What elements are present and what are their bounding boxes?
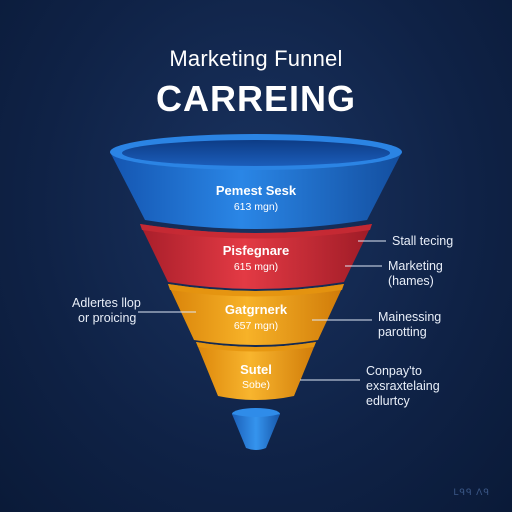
stage-4-name: Sutel <box>240 362 272 377</box>
annotation-right-3-line-2: parotting <box>378 325 427 339</box>
annotation-left-1-line-1: Adlertes llop <box>72 296 141 310</box>
annotation-right-4: Conpay'to exsraxtelaing edlurtcy <box>366 364 440 409</box>
annotation-left-1-line-2: or proicing <box>78 311 137 325</box>
annotation-right-4-line-2: exsraxtelaing <box>366 379 440 393</box>
annotation-right-4-line-1: Conpay'to <box>366 364 422 378</box>
funnel-stage-3 <box>168 284 344 345</box>
connector-lines <box>138 240 386 381</box>
funnel-rim-inner <box>122 140 390 166</box>
funnel-stage-2 <box>140 224 372 289</box>
funnel-stage-3-rim <box>168 284 344 297</box>
annotation-right-1-line-1: Stall tecing <box>392 234 454 248</box>
watermark: ᒪᑫᑫ ᐱᑫ <box>453 487 490 497</box>
diagram-subtitle: CARREING <box>155 78 356 119</box>
annotation-left-1: Adlertes llop or proicing <box>72 296 141 326</box>
annotation-right-4-line-3: edlurtcy <box>366 394 410 408</box>
annotation-right-2-line-1: Marketing <box>388 259 443 273</box>
diagram-title: Marketing Funnel <box>169 46 343 71</box>
stage-3-value: 657 mgn) <box>234 320 278 332</box>
funnel-spout <box>232 414 280 450</box>
annotation-right-3: Mainessing parotting <box>378 310 441 340</box>
funnel-stage-1 <box>110 152 402 229</box>
stage-1-name: Pemest Sesk <box>216 183 297 198</box>
stage-4-value: Sobe) <box>242 379 270 391</box>
funnel-stage-2-rim <box>140 224 372 239</box>
stage-2-name: Pisfegnare <box>223 243 289 258</box>
annotation-right-2-line-2: (hames) <box>388 274 434 288</box>
annotation-right-2: Marketing (hames) <box>388 259 443 289</box>
stage-3-name: Gatgrnerk <box>225 302 288 317</box>
annotation-right-3-line-1: Mainessing <box>378 310 442 324</box>
funnel-stage-4-rim <box>196 342 316 352</box>
annotation-right-1: Stall tecing <box>392 234 453 249</box>
stage-2-value: 615 mgn) <box>234 261 278 273</box>
funnel-stage-4 <box>196 342 316 400</box>
stage-1-value: 613 mgn) <box>234 201 278 213</box>
